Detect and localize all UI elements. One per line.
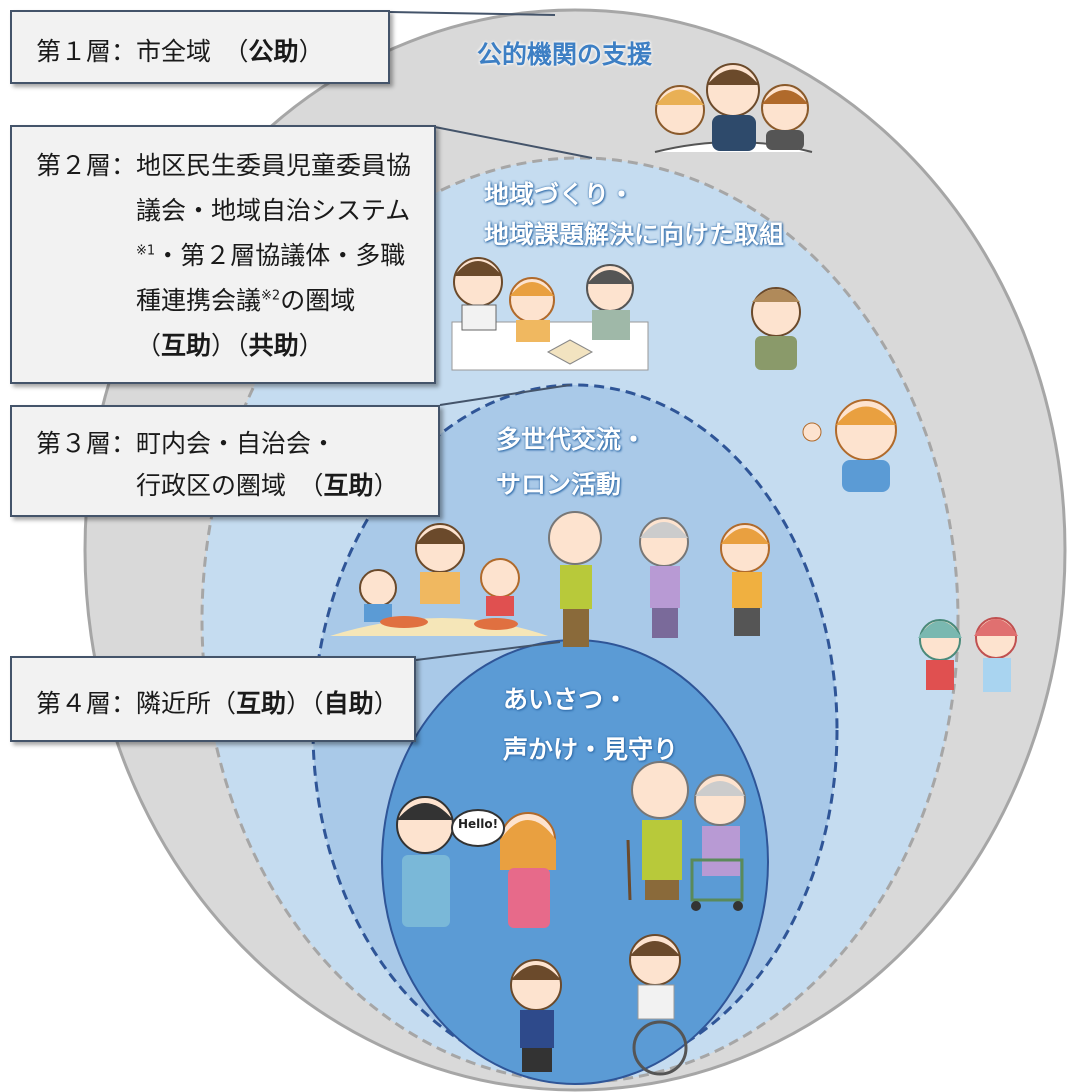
layer4-close-paren2: ） xyxy=(373,689,399,718)
greeting-couple-illustration xyxy=(396,796,556,928)
layer2-connector xyxy=(434,126,593,159)
zone2-title-line1: 地域づくり・ xyxy=(484,180,635,209)
layer3-label-box: 第３層： 町内会・自治会・ 行政区の圏域 （互助） xyxy=(10,405,440,517)
layer4-open-paren2: （ xyxy=(311,689,324,718)
hello-speech-bubble: Hello! xyxy=(458,817,499,831)
layer2-open-paren2: （ xyxy=(236,331,249,360)
zone3-title-line2: サロン活動 xyxy=(496,470,622,499)
layer2-close-paren2: ） xyxy=(298,331,324,360)
layer2-lead: 第２層： xyxy=(36,151,137,180)
layer3-lead: 第３層： xyxy=(36,429,137,458)
family-meal-illustration xyxy=(330,523,548,636)
layer2-close-paren1: ） xyxy=(211,331,237,360)
layer2-note2: ※2 xyxy=(261,288,281,304)
layer2-bold-term2: 共助 xyxy=(248,331,299,360)
wheelchair-man-illustration xyxy=(629,934,688,1076)
exercise-seniors-illustration xyxy=(548,511,770,647)
layer1-lead: 第１層： xyxy=(36,37,137,66)
zone3-title-line1: 多世代交流・ xyxy=(496,425,647,454)
layer2-line1: 地区民生委員児童委員協 xyxy=(136,151,412,180)
layer2-note1: ※1 xyxy=(136,243,156,259)
layer3-bold-term: 互助 xyxy=(323,471,374,500)
layer2-line4b: の圏域 xyxy=(280,286,356,315)
layer4-label-box: 第４層：隣近所（互助）（自助） xyxy=(10,656,416,742)
layer2-open-paren1: （ xyxy=(136,331,162,360)
layer2-bold-term1: 互助 xyxy=(161,331,212,360)
layer4-close-paren1: ） xyxy=(286,689,312,718)
zone4-title-line2: 声かけ・見守り xyxy=(503,735,679,764)
layer4-bold-term1: 互助 xyxy=(236,689,287,718)
elderly-couple-walker-illustration xyxy=(626,761,746,911)
children-illustration xyxy=(918,617,1018,692)
cheering-woman-illustration xyxy=(802,399,897,492)
layer3-line1: 町内会・自治会・ xyxy=(136,429,337,458)
layer3-line2: 行政区の圏域 xyxy=(136,471,312,500)
layer1-open-paren: （ xyxy=(236,37,249,66)
zone2-title-line2: 地域課題解決に向けた取組 xyxy=(484,220,785,249)
layer3-close-paren: ） xyxy=(373,471,399,500)
staff-group-illustration xyxy=(654,63,813,153)
meeting-group-illustration xyxy=(451,257,649,371)
worker-illustration xyxy=(751,287,801,370)
layer2-label-box: 第２層： 地区民生委員児童委員協 議会・地域自治システム ※1・第２層協議体・多… xyxy=(10,125,436,384)
layer4-open-paren1: （ xyxy=(211,689,237,718)
layer2-line3: ・第２層協議体・多職 xyxy=(155,241,406,270)
layer3-connector xyxy=(439,384,571,406)
waving-child-illustration xyxy=(510,959,562,1072)
layer2-line4a: 種連携会議 xyxy=(136,286,262,315)
layer1-bold-term: 公助 xyxy=(248,37,299,66)
layer3-open-paren: （ xyxy=(311,471,324,500)
zone1-title: 公的機関の支援 xyxy=(477,40,653,69)
layer4-lead: 第４層： xyxy=(36,689,137,718)
layer1-close-paren: ） xyxy=(298,37,324,66)
layer4-bold-term2: 自助 xyxy=(323,689,374,718)
zone4-title-line1: あいさつ・ xyxy=(503,685,629,714)
layer1-text: 市全域 xyxy=(136,37,237,66)
layer1-label-box: 第１層：市全域 （公助） xyxy=(10,10,390,84)
layer4-connector xyxy=(415,641,561,661)
layer4-text: 隣近所 xyxy=(136,689,212,718)
layer1-connector xyxy=(389,11,556,16)
layer2-line2: 議会・地域自治システム xyxy=(136,196,411,225)
